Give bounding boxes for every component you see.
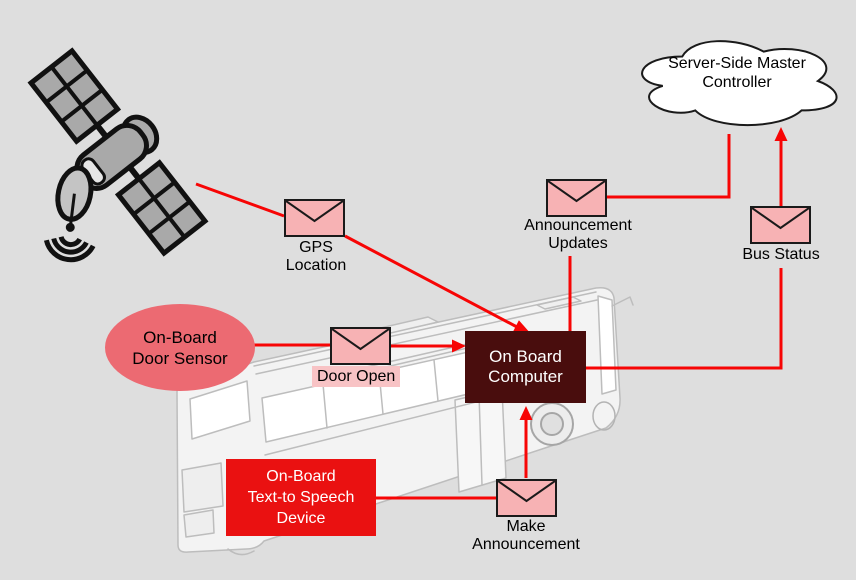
tts-device-label-line1: On-Board [266, 468, 336, 485]
announcement-updates-label-line1: Announcement [524, 217, 632, 234]
connector-computer-to-busstatus [586, 268, 783, 370]
make-announcement-label-line1: Make [506, 518, 546, 535]
signal-waves-icon [43, 236, 96, 263]
onboard-computer-label-line1: On Board [489, 347, 562, 366]
announcement-updates-label: Announcement Updates [508, 217, 648, 253]
server-cloud-label-line2: Controller [702, 74, 772, 91]
envelope-flap-icon [332, 329, 389, 351]
envelope-flap-icon [498, 481, 555, 503]
door-sensor-label-line1: On-Board [143, 327, 217, 347]
onboard-computer-label-line2: Computer [488, 367, 563, 386]
gps-label-line2: Location [285, 257, 347, 274]
door-open-label: Door Open [312, 366, 401, 387]
connector-makeannouncement-to-computer [519, 406, 533, 478]
envelope-flap-icon [752, 208, 809, 230]
announcement-updates-label-line2: Updates [548, 235, 608, 252]
gps-location-label: GPS Location [266, 239, 366, 275]
make-announcement-envelope-icon [496, 479, 557, 517]
tts-device-node: On-Board Text-to Speech Device [226, 459, 376, 536]
satellite-icon [27, 47, 209, 263]
announcement-updates-envelope-icon [546, 179, 607, 217]
arrowhead [452, 339, 466, 353]
door-sensor-label-line2: Door Sensor [132, 348, 228, 368]
connector-announcement-to-cloud [607, 134, 731, 199]
solar-panel-bottom [114, 159, 209, 257]
bus-status-label: Bus Status [731, 246, 831, 264]
envelope-flap-icon [548, 181, 605, 203]
connector-dooropen-to-computer [390, 339, 466, 353]
gps-label-line1: GPS [299, 239, 333, 256]
arrowhead [519, 406, 533, 420]
connector-busstatus-to-cloud [774, 127, 788, 206]
door-open-label-text: Door Open [317, 368, 396, 385]
door-open-envelope-icon [330, 327, 391, 365]
tts-device-label-line2: Text-to Speech [247, 489, 355, 506]
door-sensor-node: On-Board Door Sensor [105, 304, 255, 391]
server-cloud-label-line1: Server-Side Master [668, 55, 806, 72]
server-cloud-shape [641, 40, 838, 127]
envelope-flap-icon [286, 201, 343, 223]
server-cloud-label: Server-Side Master Controller [637, 54, 837, 92]
onboard-computer-node: On Board Computer [465, 331, 586, 403]
solar-panel-top [27, 47, 122, 145]
bus-status-label-text: Bus Status [742, 246, 820, 263]
arrowhead [774, 127, 788, 141]
arrowhead [512, 320, 531, 334]
make-announcement-label-line2: Announcement [472, 536, 580, 553]
connector-gps-to-computer [344, 234, 531, 334]
tts-device-label-line3: Device [276, 510, 326, 527]
gps-envelope-icon [284, 199, 345, 237]
make-announcement-label: Make Announcement [456, 518, 596, 554]
connector-satellite-to-gps [195, 182, 285, 218]
bus-status-envelope-icon [750, 206, 811, 244]
